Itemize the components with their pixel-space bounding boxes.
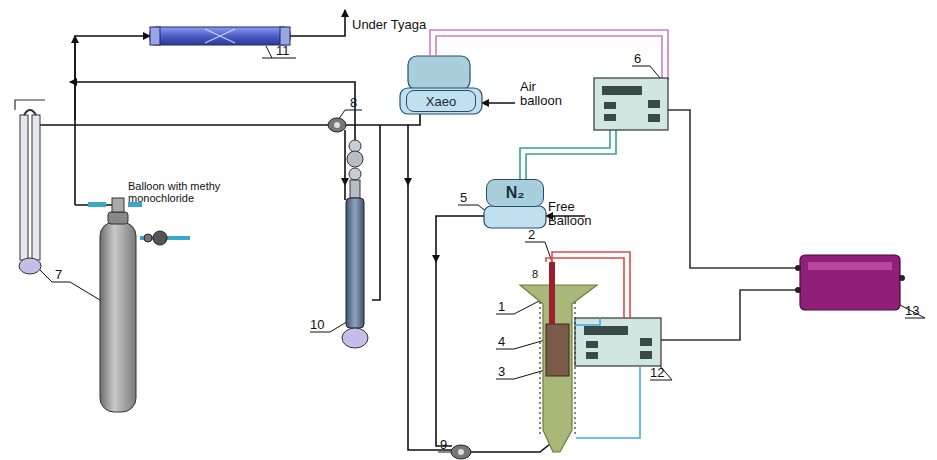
inlet-label: Air balloon (520, 80, 575, 109)
inlet-label: Free Balloon (548, 200, 608, 229)
callout-number: 12 (650, 366, 664, 380)
callout-number: 13 (905, 304, 919, 318)
callout-number: 1 (498, 300, 505, 314)
callout-number: 8 (532, 268, 538, 280)
callout-number: 8 (350, 96, 357, 110)
compressor-body: Xaeo (406, 90, 476, 112)
callout-number: 9 (440, 438, 447, 452)
cylinder-label: Balloon with methy monochloride (128, 180, 238, 204)
callout-number: 4 (498, 335, 505, 349)
callout-number: 5 (460, 191, 467, 205)
device-label: N₂ (506, 184, 525, 202)
exhaust-label: Under Tyaga (352, 18, 426, 32)
device-label: Xaeo (426, 94, 456, 109)
callout-number: 3 (498, 365, 505, 379)
gas-generator-head: N₂ (486, 179, 544, 207)
callout-number: 10 (310, 318, 324, 332)
callout-number: 2 (528, 228, 535, 242)
callout-number: 11 (276, 44, 290, 58)
callout-number: 7 (55, 268, 62, 282)
callout-number: 6 (634, 52, 641, 66)
